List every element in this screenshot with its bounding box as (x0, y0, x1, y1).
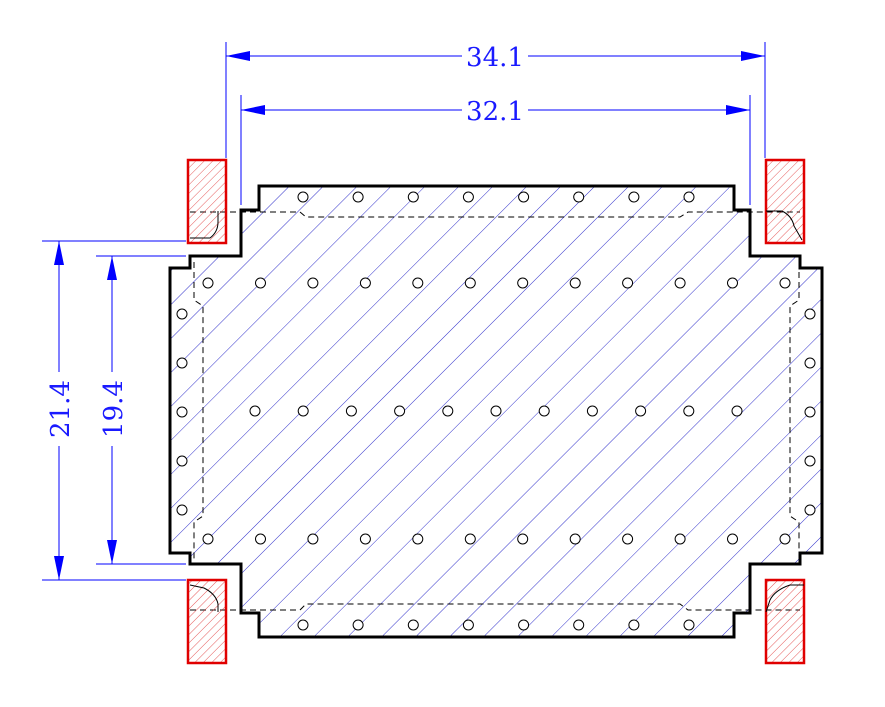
pad-bottom-right (764, 578, 806, 665)
via-hole (352, 619, 364, 631)
via-hole (297, 191, 309, 203)
via-hole (622, 533, 634, 545)
via-hole (490, 405, 502, 417)
via-hole (464, 277, 476, 289)
via-hole (628, 191, 640, 203)
via-hole (255, 277, 266, 289)
via-hole (622, 277, 634, 289)
via-hole (442, 405, 454, 417)
via-hole (407, 191, 419, 203)
via-hole (683, 191, 695, 203)
via-hole (683, 619, 695, 631)
dimension-label-outer-width: 34.1 (466, 43, 524, 73)
via-hole (628, 619, 640, 631)
via-hole (176, 455, 188, 467)
via-hole (176, 504, 188, 516)
via-hole (359, 533, 371, 545)
via-hole (359, 277, 371, 289)
via-hole (683, 405, 695, 417)
via-hole (573, 619, 585, 631)
via-hole (804, 308, 816, 320)
via-hole (518, 191, 530, 203)
via-hole (307, 277, 319, 289)
corner-pads (186, 158, 806, 665)
via-hole (586, 405, 598, 417)
via-hole (674, 533, 686, 545)
via-hole (727, 277, 738, 289)
pad-top-right (764, 158, 806, 245)
via-hole (202, 533, 214, 545)
via-hole (176, 308, 188, 320)
via-hole (462, 619, 474, 631)
via-hole (569, 277, 581, 289)
via-hole (202, 277, 214, 289)
via-hole (727, 533, 738, 545)
via-hole (517, 533, 529, 545)
pad-bottom-left (186, 578, 228, 665)
via-hole (345, 405, 357, 417)
via-hole (731, 405, 743, 417)
via-hole (394, 405, 406, 417)
via-hole (804, 504, 816, 516)
via-hole (779, 533, 791, 545)
via-hole (255, 533, 266, 545)
via-holes (176, 191, 816, 631)
via-hole (518, 619, 530, 631)
via-hole (635, 405, 647, 417)
via-hole (249, 405, 261, 417)
via-hole (804, 455, 816, 467)
via-hole (674, 277, 686, 289)
dimension-outer-height: 21.4 (42, 240, 186, 581)
component-body-outline (168, 184, 824, 639)
via-hole (176, 357, 188, 369)
via-hole (407, 619, 419, 631)
via-hole (412, 277, 424, 289)
via-hole (307, 533, 319, 545)
dimension-label-inner-height: 19.4 (99, 380, 129, 438)
dimension-label-inner-width: 32.1 (466, 97, 524, 127)
pad-top-left (186, 158, 228, 245)
via-hole (412, 533, 424, 545)
dimension-inner-width: 32.1 (240, 95, 751, 205)
via-hole (804, 406, 816, 418)
dimension-inner-height: 19.4 (96, 255, 186, 565)
via-hole (573, 191, 585, 203)
inner-dashed-outline (190, 211, 800, 611)
via-hole (569, 533, 581, 545)
via-hole (297, 619, 309, 631)
via-hole (517, 277, 529, 289)
via-hole (352, 191, 364, 203)
via-hole (779, 277, 791, 289)
via-hole (297, 405, 309, 417)
via-hole (176, 406, 188, 418)
via-hole (804, 357, 816, 369)
via-hole (462, 191, 474, 203)
via-hole (464, 533, 476, 545)
dimension-outer-width: 34.1 (225, 42, 766, 158)
dimension-label-outer-height: 21.4 (46, 380, 76, 438)
via-hole (538, 405, 550, 417)
